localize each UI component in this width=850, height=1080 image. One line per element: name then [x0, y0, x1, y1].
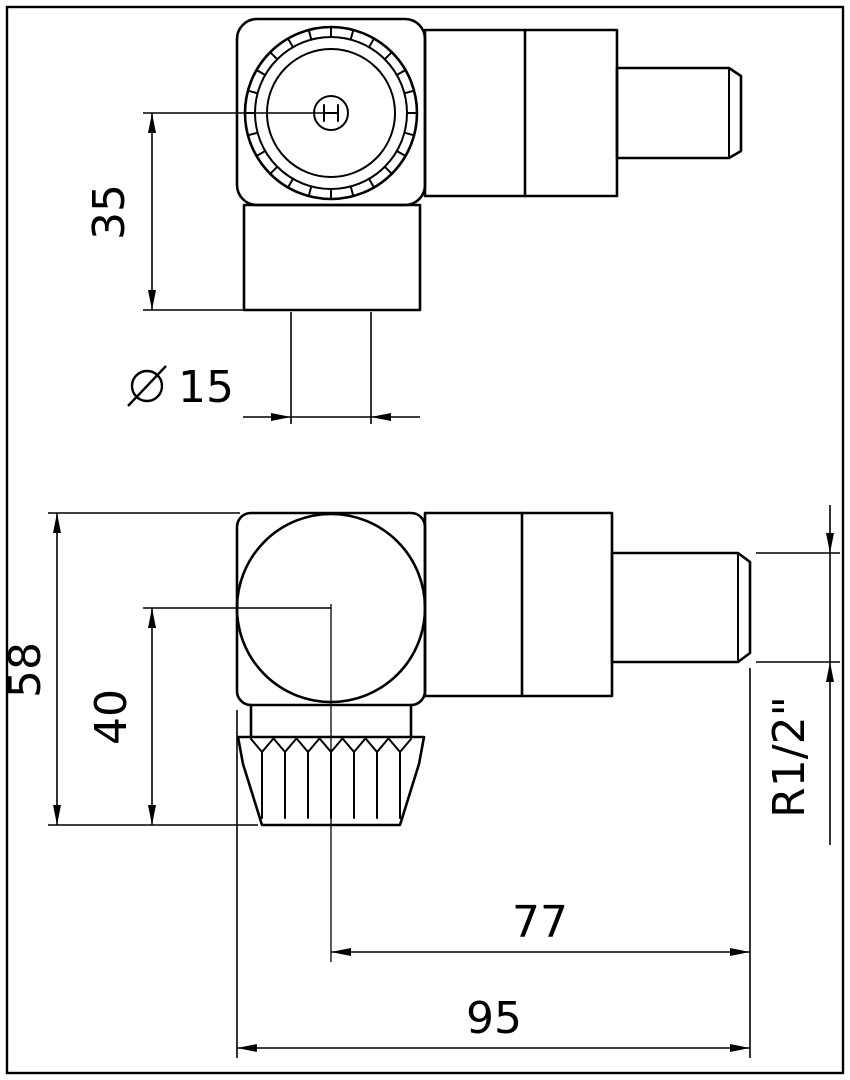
dimension-95: 95	[236, 710, 750, 1058]
dimension-thread-r12: R1/2"	[756, 505, 840, 845]
dimension-77: 77	[331, 668, 751, 1058]
dim-label-77: 77	[512, 897, 568, 948]
dimension-40: 40	[86, 607, 331, 825]
dim-label-15: 15	[178, 362, 234, 413]
dim-label-40: 40	[86, 689, 137, 745]
dim-label-58: 58	[0, 642, 51, 698]
dimension-58: 58	[0, 512, 258, 826]
dimension-58-extension-lines	[48, 512, 258, 826]
dim-label-95: 95	[466, 993, 522, 1044]
diameter-symbol	[130, 369, 164, 403]
dimension-35: 35	[84, 112, 331, 311]
side-view	[235, 511, 752, 962]
connector-body-top	[423, 28, 619, 198]
top-view	[235, 17, 743, 312]
threaded-spigot-side	[610, 551, 752, 664]
outlet-socket	[242, 203, 422, 312]
union-nut-flutes	[250, 738, 412, 819]
dimension-thread-extension-lines	[756, 552, 840, 663]
dimension-diameter-15: 15	[127, 312, 420, 424]
diameter-symbol-slash	[127, 365, 167, 407]
drawing-border	[5, 5, 845, 1075]
dimension-35-extension-lines	[143, 112, 331, 311]
connector-body-side	[423, 511, 614, 698]
dim-label-35: 35	[84, 184, 135, 240]
threaded-spigot-top	[615, 66, 743, 160]
union-nut-skirt	[236, 735, 426, 827]
dim-label-thread: R1/2"	[764, 696, 815, 818]
union-nut-neck	[249, 703, 413, 739]
dimension-15-extension-lines	[290, 312, 372, 424]
knurl-ticks	[244, 26, 418, 200]
